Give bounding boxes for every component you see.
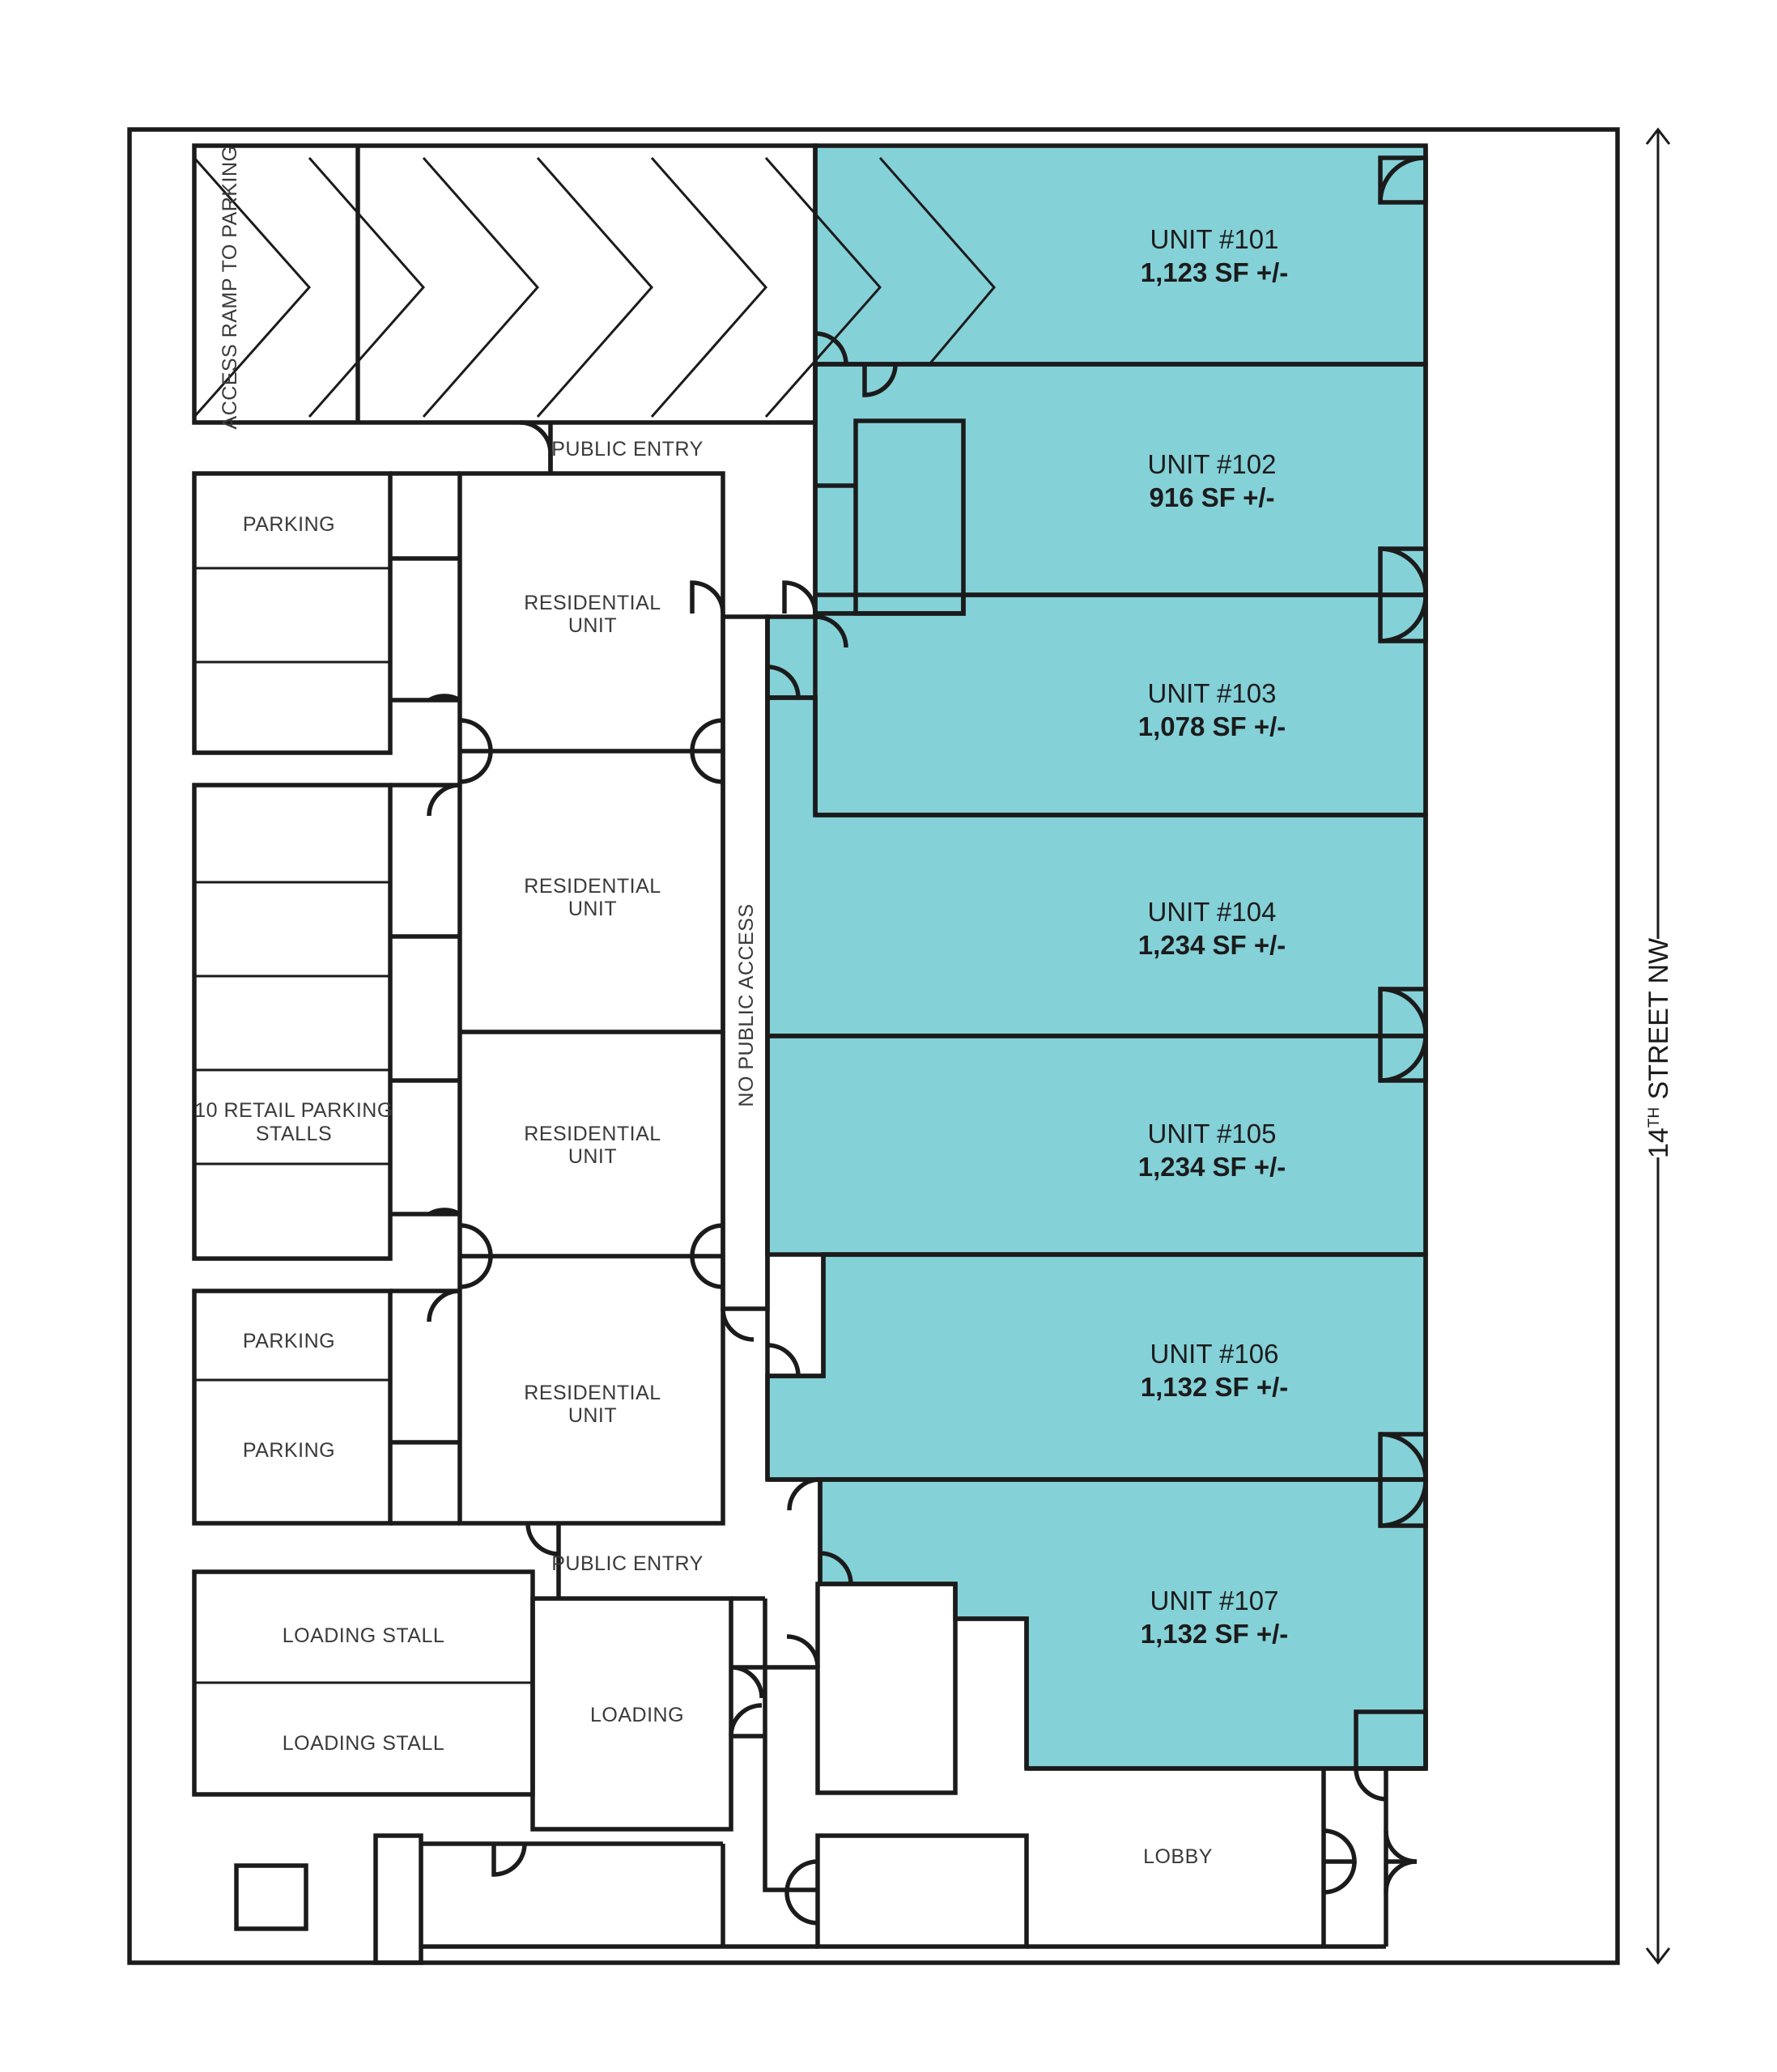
unit-106-title[interactable]: UNIT #106 <box>1150 1339 1279 1369</box>
retail-parking-line1: 10 RETAIL PARKING <box>194 1099 393 1122</box>
residential-1-line1: RESIDENTIAL <box>524 592 661 614</box>
unit-103-area[interactable] <box>765 592 1428 817</box>
loading-stall-label-1: LOADING STALL <box>283 1624 445 1647</box>
retail-parking-line2: STALLS <box>256 1123 332 1145</box>
unit-102-area[interactable] <box>813 362 1428 616</box>
unit-105-title[interactable]: UNIT #105 <box>1148 1119 1277 1149</box>
left-structures <box>192 422 1388 1965</box>
unit-107-area[interactable] <box>818 1477 1428 1771</box>
unit-101-area-text: 1,123 SF +/- <box>1141 257 1289 287</box>
unit-106-area[interactable] <box>765 1252 1428 1482</box>
public-entry-label-top: PUBLIC ENTRY <box>551 438 704 461</box>
unit-102-title[interactable]: UNIT #102 <box>1148 449 1277 479</box>
loading-stall-label-2: LOADING STALL <box>283 1732 445 1755</box>
unit-105-area[interactable] <box>765 1034 1428 1257</box>
residential-2-line2: UNIT <box>568 898 617 920</box>
unit-106-area-text: 1,132 SF +/- <box>1141 1372 1289 1402</box>
parking-label-3: PARKING <box>243 1439 335 1462</box>
residential-3-line1: RESIDENTIAL <box>524 1123 661 1145</box>
unit-103-area-text: 1,078 SF +/- <box>1138 711 1286 741</box>
door-swings <box>427 155 1428 1926</box>
parking-label-2: PARKING <box>243 1330 335 1352</box>
site-boundary <box>127 127 1620 1965</box>
residential-2-line1: RESIDENTIAL <box>524 875 661 898</box>
unit-107-area-text: 1,132 SF +/- <box>1141 1619 1289 1649</box>
unit-102-area-text: 916 SF +/- <box>1150 482 1275 512</box>
arrow-up-icon <box>1645 127 1671 145</box>
arrow-down-icon <box>1645 1947 1671 1965</box>
residential-3-line2: UNIT <box>568 1145 617 1168</box>
lobby-label: LOBBY <box>1143 1845 1213 1868</box>
loading-label: LOADING <box>590 1704 684 1726</box>
room-labels: ACCESS RAMP TO PARKING PUBLIC ENTRY PARK… <box>194 146 1213 1868</box>
street-indicator: 14TH STREET NW <box>1643 127 1674 1965</box>
unit-105-area-text: 1,234 SF +/- <box>1138 1152 1286 1182</box>
residential-4-line1: RESIDENTIAL <box>524 1382 661 1404</box>
access-ramp <box>192 143 996 425</box>
parking-label-1: PARKING <box>243 513 335 536</box>
public-entry-label-bottom: PUBLIC ENTRY <box>551 1552 704 1575</box>
retail-units <box>765 143 1428 1771</box>
street-name: 14TH STREET NW <box>1643 938 1674 1158</box>
unit-103-title[interactable]: UNIT #103 <box>1148 678 1277 708</box>
unit-107-title[interactable]: UNIT #107 <box>1150 1586 1279 1616</box>
unit-104-title[interactable]: UNIT #104 <box>1148 897 1277 927</box>
unit-101-area[interactable] <box>813 143 1428 367</box>
access-ramp-label: ACCESS RAMP TO PARKING <box>219 146 241 430</box>
unit-104-area-text: 1,234 SF +/- <box>1138 930 1286 960</box>
residential-4-line2: UNIT <box>568 1404 617 1427</box>
no-public-access-label: NO PUBLIC ACCESS <box>735 903 758 1106</box>
unit-labels: UNIT #101 1,123 SF +/- UNIT #102 916 SF … <box>1138 224 1289 1649</box>
unit-101-title[interactable]: UNIT #101 <box>1150 224 1279 254</box>
residential-1-line2: UNIT <box>568 614 617 637</box>
